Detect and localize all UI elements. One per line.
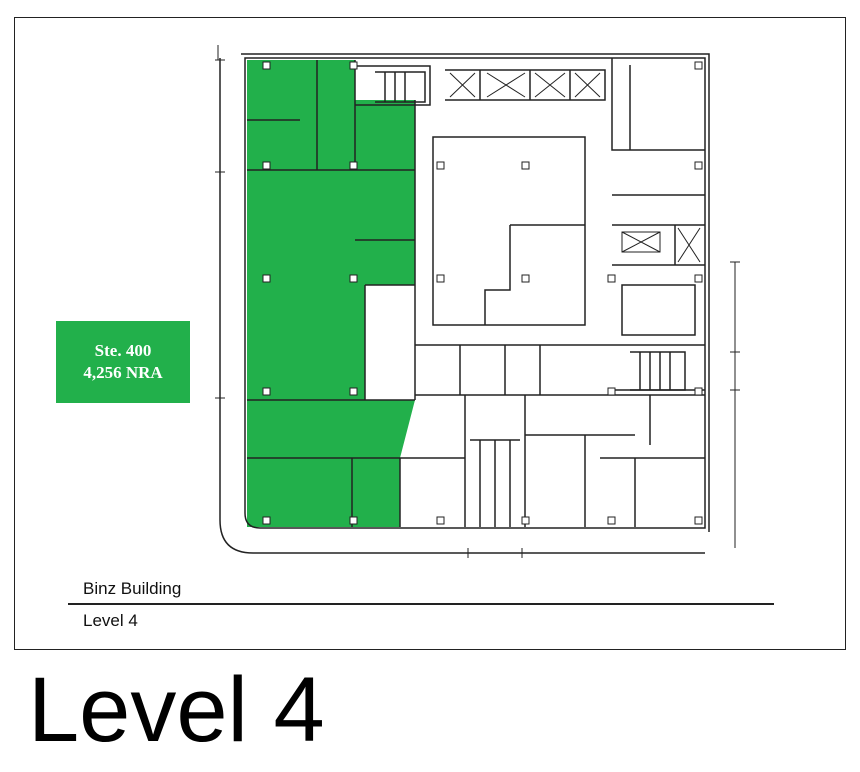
suite-name: Ste. 400: [94, 341, 152, 360]
building-walls: [219, 53, 710, 554]
drawing-frame: [14, 17, 846, 650]
suite-label: Ste. 400 4,256 NRA: [56, 321, 190, 403]
dimension-lines: [215, 45, 740, 558]
building-name: Binz Building: [83, 579, 182, 598]
title-level: Level 4: [83, 611, 138, 630]
suite-400-area: [247, 60, 415, 527]
page-caption: Level 4: [28, 659, 325, 761]
columns: [262, 61, 703, 525]
elevator-shafts: [449, 72, 701, 263]
title-divider: [68, 603, 774, 605]
suite-area: 4,256 NRA: [83, 363, 163, 382]
